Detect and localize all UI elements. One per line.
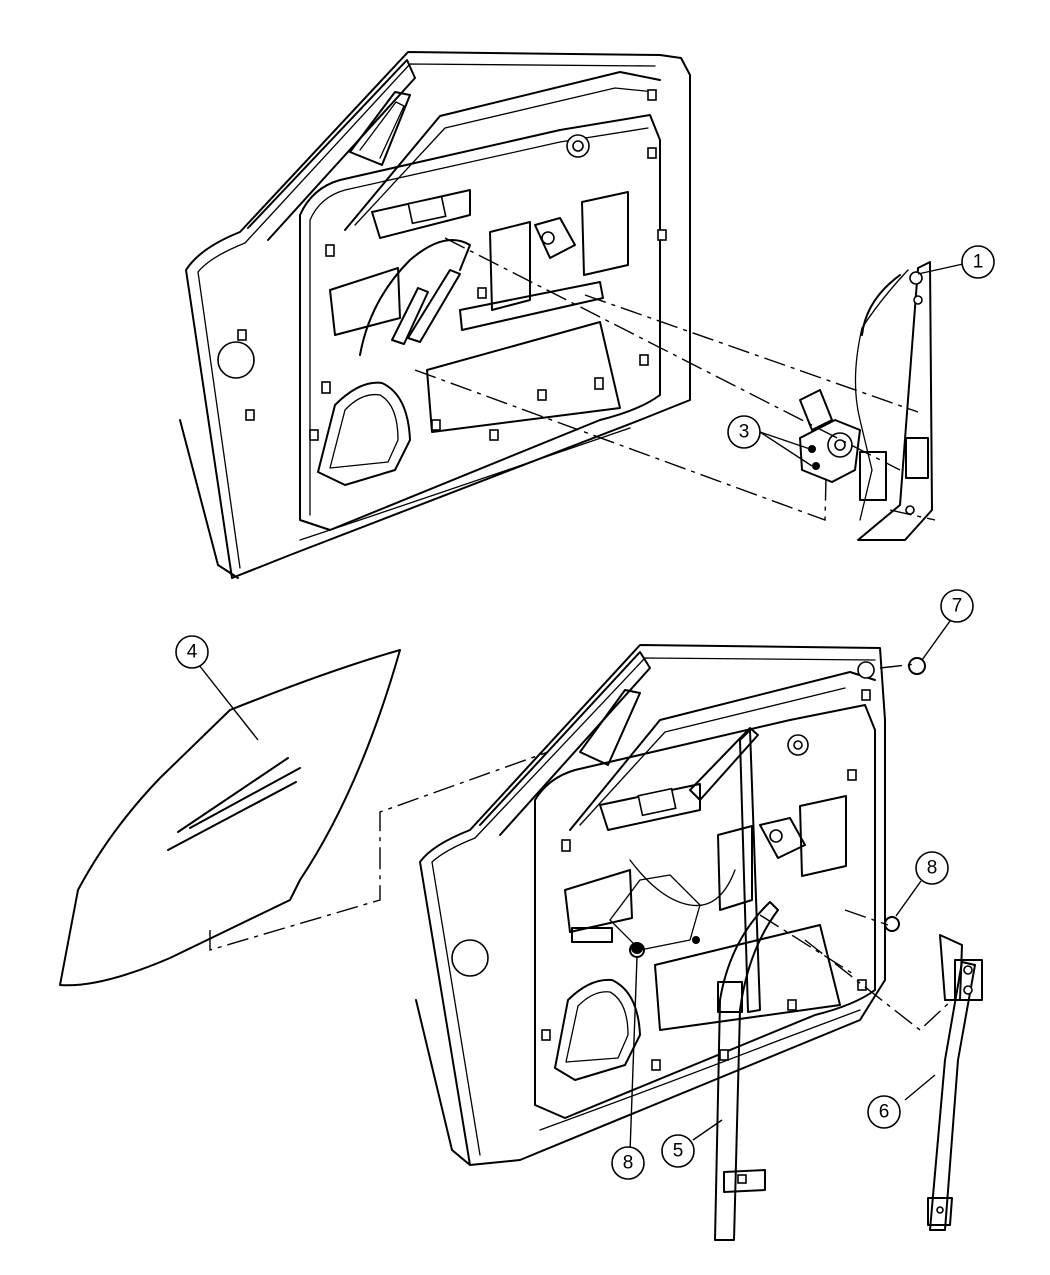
upper-assembly-lines [414, 237, 936, 521]
svg-text:5: 5 [673, 1141, 684, 1162]
upper-door-inner-panel [179, 51, 691, 579]
upper-power-regulator [854, 261, 933, 541]
svg-text:6: 6 [879, 1102, 890, 1123]
lower-door-inner-panel [415, 644, 886, 1166]
window-motor [799, 389, 861, 483]
leader-lines [194, 263, 964, 1153]
rear-glass-channel [927, 934, 983, 1231]
callout-3: 3 [727, 415, 761, 449]
svg-text:8: 8 [623, 1153, 634, 1174]
callout-4: 4 [175, 635, 209, 669]
svg-text:4: 4 [187, 642, 198, 663]
door-window-glass [59, 649, 401, 987]
callout-5: 5 [661, 1134, 695, 1168]
svg-text:7: 7 [952, 596, 963, 617]
callout-8-right: 8 [915, 851, 949, 885]
callout-8-left: 8 [611, 1146, 645, 1180]
callout-6: 6 [867, 1095, 901, 1129]
lower-assembly-lines [209, 663, 953, 1031]
svg-text:1: 1 [973, 252, 984, 273]
front-glass-channel [714, 901, 779, 1241]
callout-7: 7 [940, 589, 974, 623]
callout-1: 1 [961, 245, 995, 279]
svg-text:8: 8 [927, 858, 938, 879]
nut-7 [908, 657, 926, 675]
bolt-8-right [884, 916, 900, 932]
svg-text:3: 3 [739, 422, 750, 443]
